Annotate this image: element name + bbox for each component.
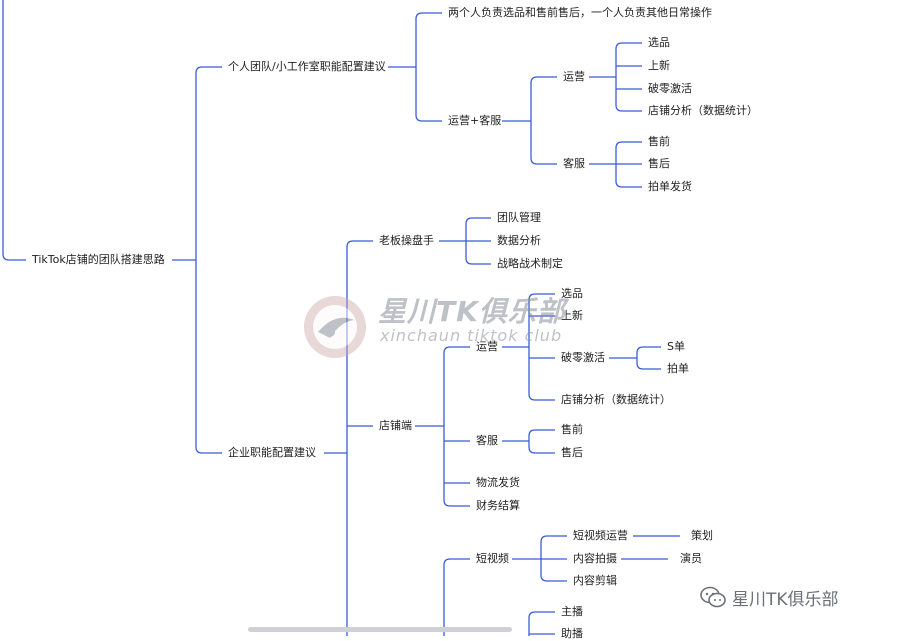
wechat-badge: 星川TK俱乐部 [700, 583, 839, 611]
wechat-badge-label: 星川TK俱乐部 [732, 589, 839, 610]
mindmap-node-p_svc: 客服 [563, 157, 585, 170]
connector-50 [528, 429, 555, 437]
connector-6 [415, 12, 442, 20]
connector-56 [540, 535, 567, 543]
connector-31 [465, 257, 491, 265]
connector-37 [443, 499, 470, 507]
mindmap-node-s_pai: 拍单 [667, 362, 689, 375]
mindmap-node-personal: 个人团队/小工作室职能配置建议 [228, 60, 386, 73]
connector-53 [443, 558, 470, 566]
mindmap-node-s_ana: 店铺分析（数据统计） [561, 393, 671, 406]
mindmap-node-v_edit: 内容剪辑 [573, 574, 617, 587]
mindmap-node-b_data: 数据分析 [497, 234, 541, 247]
mindmap-node-p_aft: 售后 [648, 157, 670, 170]
connector-29 [465, 217, 491, 225]
connector-20 [615, 141, 642, 149]
connector-51 [528, 446, 555, 454]
connector-47 [636, 362, 661, 370]
mindmap-node-s_log: 物流发货 [476, 476, 520, 489]
mindmap-node-video: 短视频 [476, 552, 509, 565]
connector-40 [528, 293, 555, 301]
mindmap-node-v_plan: 策划 [691, 529, 713, 542]
mindmap-node-p_ord: 拍单发货 [648, 180, 692, 193]
connector-2 [195, 66, 222, 74]
mindmap-node-p_pre: 售前 [648, 135, 670, 148]
mindmap-node-b_strat: 战略战术制定 [497, 257, 563, 270]
mindmap-node-v_actor: 演员 [680, 552, 702, 565]
connector-62 [528, 611, 555, 619]
mindmap-node-two: 两个人负责选品和售前售后，一个人负责其他日常操作 [448, 6, 712, 19]
mindmap-node-p_new: 上新 [648, 59, 670, 72]
mindmap-node-l_host: 主播 [561, 605, 583, 618]
connector-0 [2, 0, 26, 261]
mindmap-node-s_sel: 选品 [561, 287, 583, 300]
horizontal-scrollbar[interactable] [248, 627, 512, 632]
mindmap-node-p_ops: 运营 [563, 70, 585, 83]
connector-43 [528, 393, 555, 401]
mindmap-node-p_sel: 选品 [648, 36, 670, 49]
mindmap-node-s_aft: 售后 [561, 446, 583, 459]
mindmap-node-p_ana: 店铺分析（数据统计） [648, 104, 758, 117]
connector-25 [346, 240, 373, 248]
connector-3 [195, 446, 222, 454]
connector-22 [615, 180, 642, 188]
connector-34 [443, 346, 470, 354]
mindmap-node-s_new: 上新 [561, 309, 583, 322]
mindmap-node-s_pre: 售前 [561, 423, 583, 436]
mindmap-node-s_act: 破零激活 [561, 351, 605, 364]
mindmap-node-s_s: S单 [667, 340, 685, 353]
mindmap-node-opsvc: 运营+客服 [448, 114, 502, 127]
connector-7 [415, 114, 442, 122]
mindmap-node-v_ops: 短视频运营 [573, 529, 628, 542]
connector-58 [540, 574, 567, 582]
mindmap-node-s_svc: 客服 [476, 434, 498, 447]
connector-10 [530, 76, 557, 84]
connector-17 [615, 104, 642, 112]
wechat-icon [700, 586, 726, 608]
mindmap-node-s_fin: 财务结算 [476, 499, 520, 512]
mindmap-node-s_ops: 运营 [476, 340, 498, 353]
mindmap-node-boss: 老板操盘手 [379, 234, 434, 247]
mindmap-node-b_team: 团队管理 [497, 211, 541, 224]
connector-11 [530, 157, 557, 165]
mindmap-node-ent: 企业职能配置建议 [228, 446, 316, 459]
mindmap-node-l_asst: 助播 [561, 627, 583, 640]
connector-46 [636, 346, 661, 354]
mindmap-node-root: TikTok店铺的团队搭建思路 [32, 253, 165, 266]
mindmap-node-v_shoot: 内容拍摄 [573, 552, 617, 565]
mindmap-node-p_act: 破零激活 [648, 82, 692, 95]
mindmap-node-store: 店铺端 [379, 419, 412, 432]
connector-14 [615, 42, 642, 50]
